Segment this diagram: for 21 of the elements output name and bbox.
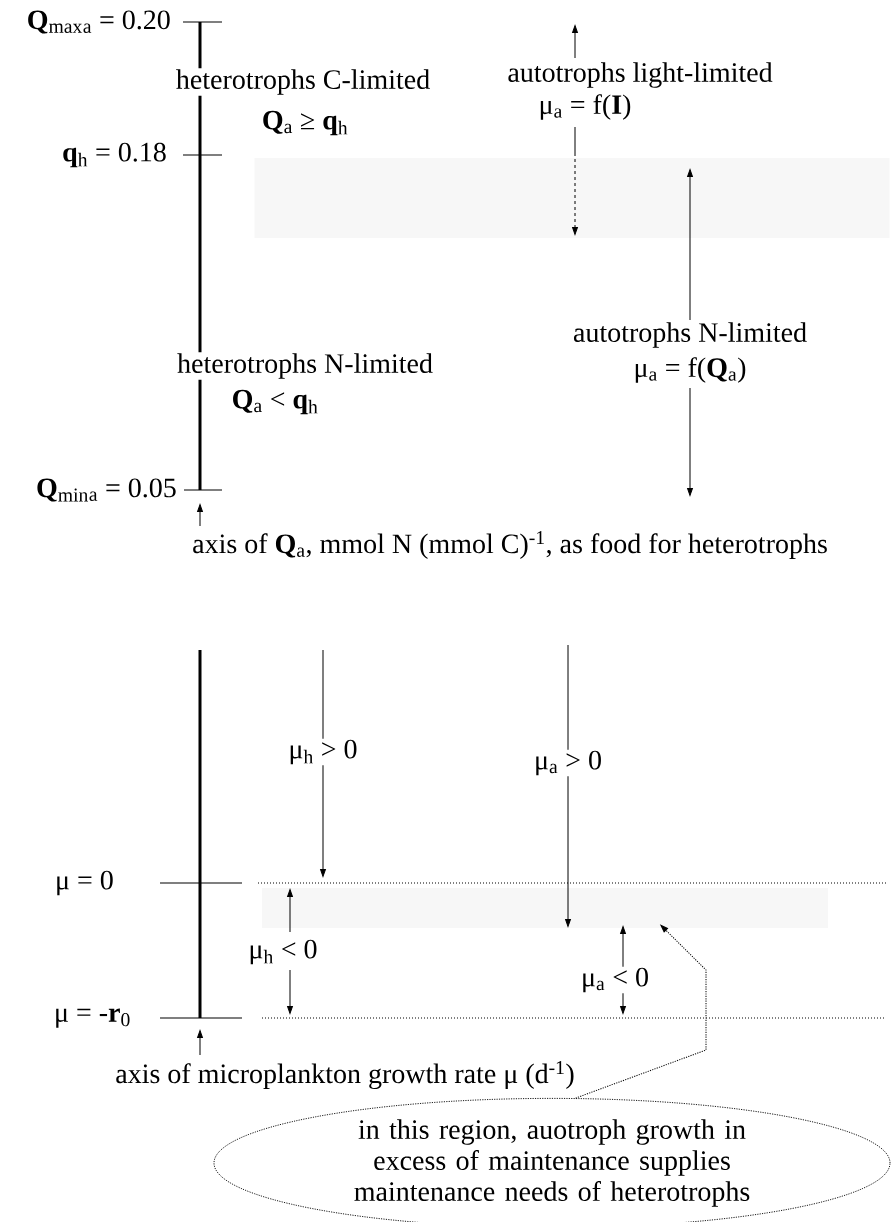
axis-title: axis of microplankton growth rate μ (d$^{-1}$) xyxy=(116,1061,574,1089)
shaded-band xyxy=(262,888,828,928)
shaded-band xyxy=(254,158,890,238)
formula-label: μ$_{a}$ < 0 xyxy=(580,966,650,994)
axis-tick-label: μ = -r$_{0}$ xyxy=(56,1008,130,1028)
region-label: autotrophs light-limited xyxy=(508,62,773,88)
axis-title: axis of Q$_{a}$, mmol N (mmol C)$^{-1}$, as food for heterotrophs xyxy=(193,531,827,559)
leader-line xyxy=(575,924,707,1099)
axis-tick-label: Q$_{mina}$ = 0.05 xyxy=(37,478,176,502)
axis-tick-label: Q$_{maxa}$ = 0.20 xyxy=(28,10,170,34)
formula-label: μ$_{a}$ > 0 xyxy=(533,749,603,777)
region-label: autotrophs N-limited xyxy=(571,321,809,349)
region-label: heterotrophs N-limited xyxy=(176,352,434,380)
region-label: heterotrophs C-limited xyxy=(174,68,432,96)
formula-label: μ$_{h}$ > 0 xyxy=(287,738,359,766)
formula-label: μ$_{a}$ = f(I) xyxy=(540,94,631,120)
axis-tick-label: q$_{h}$ = 0.18 xyxy=(63,142,166,168)
formula-label: μ$_{a}$ = f(Q$_{a}$) xyxy=(632,356,748,384)
formula-label: Q$_{a}$ < q$_{h}$ xyxy=(233,389,318,415)
formula-label: μ$_{h}$ < 0 xyxy=(247,938,319,966)
axis-tick-label: μ = 0 xyxy=(57,870,113,896)
